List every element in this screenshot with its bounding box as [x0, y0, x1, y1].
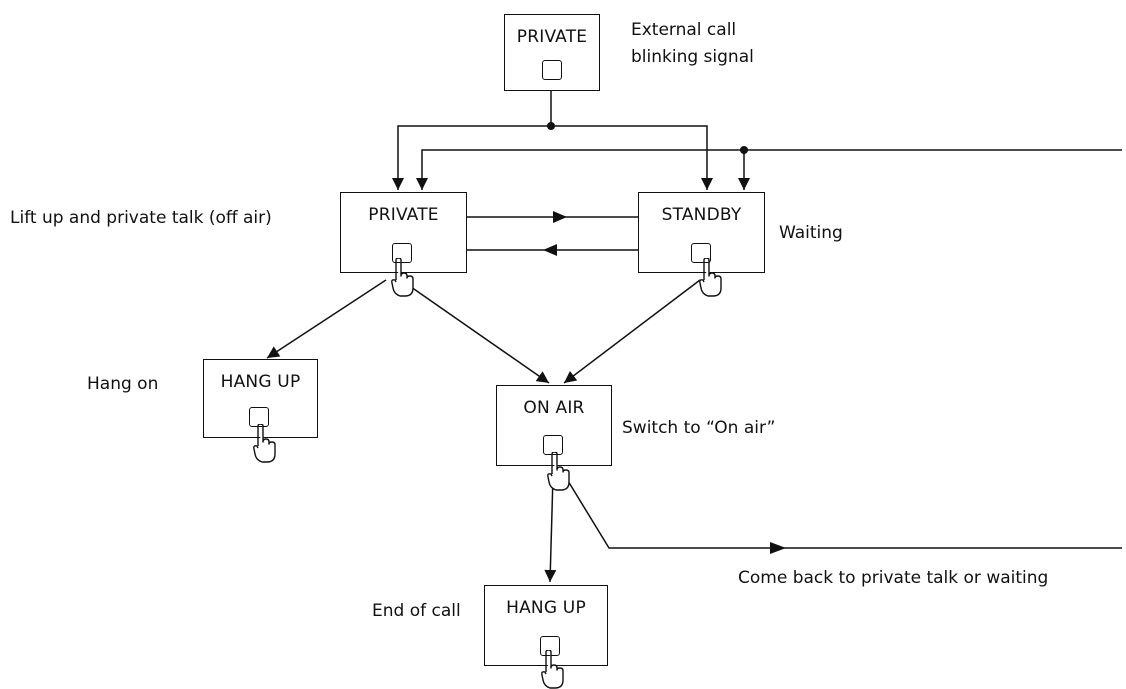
switch-on-air-caption: Switch to “On air” — [622, 418, 776, 438]
square-button-icon — [542, 60, 562, 80]
wire-split-to-standby — [551, 125, 713, 190]
wire-onair-to-comeback — [564, 475, 1122, 549]
hang-up-box-left: HANG UP — [203, 359, 318, 438]
end-of-call-caption: End of call — [372, 601, 461, 621]
pointing-finger-icon — [699, 258, 722, 297]
come-back-caption: Come back to private talk or waiting — [738, 568, 1049, 588]
standby-box: STANDBY — [638, 192, 765, 273]
wire-private-to-onair — [400, 279, 550, 384]
pointing-finger-icon — [547, 452, 570, 491]
on-air-box: ON AIR — [496, 385, 612, 466]
junction-dot — [547, 122, 555, 130]
box-label: STANDBY — [661, 205, 742, 225]
arrowhead-left — [543, 244, 557, 256]
box-label: PRIVATE — [516, 27, 588, 47]
box-label: ON AIR — [523, 398, 585, 418]
wire-standby-to-onair — [563, 279, 701, 384]
wire-return-to-private — [416, 149, 1122, 190]
square-button-icon — [249, 407, 269, 427]
box-label: HANG UP — [220, 372, 301, 392]
box-label: HANG UP — [506, 598, 586, 618]
external-call-caption-line1: External call — [631, 20, 737, 40]
square-button-icon — [540, 636, 560, 656]
arrowhead-right — [553, 211, 567, 223]
private-top-box: PRIVATE — [504, 14, 600, 91]
waiting-caption: Waiting — [779, 223, 843, 243]
external-call-caption-line2: blinking signal — [631, 47, 754, 67]
hang-on-caption: Hang on — [87, 374, 159, 394]
junction-dot — [740, 146, 748, 154]
wire-split-to-private — [392, 125, 551, 190]
wire-private-to-hangup — [266, 279, 387, 359]
square-button-icon — [543, 435, 563, 455]
pointing-finger-icon — [391, 258, 414, 297]
pointing-finger-icon — [253, 424, 276, 463]
box-label: PRIVATE — [368, 205, 439, 225]
wire-onair-to-end — [544, 475, 557, 583]
private-box: PRIVATE — [340, 192, 467, 273]
arrowhead-comeback — [770, 542, 786, 554]
lift-up-caption: Lift up and private talk (off air) — [10, 208, 272, 228]
pointing-finger-icon — [541, 650, 564, 689]
